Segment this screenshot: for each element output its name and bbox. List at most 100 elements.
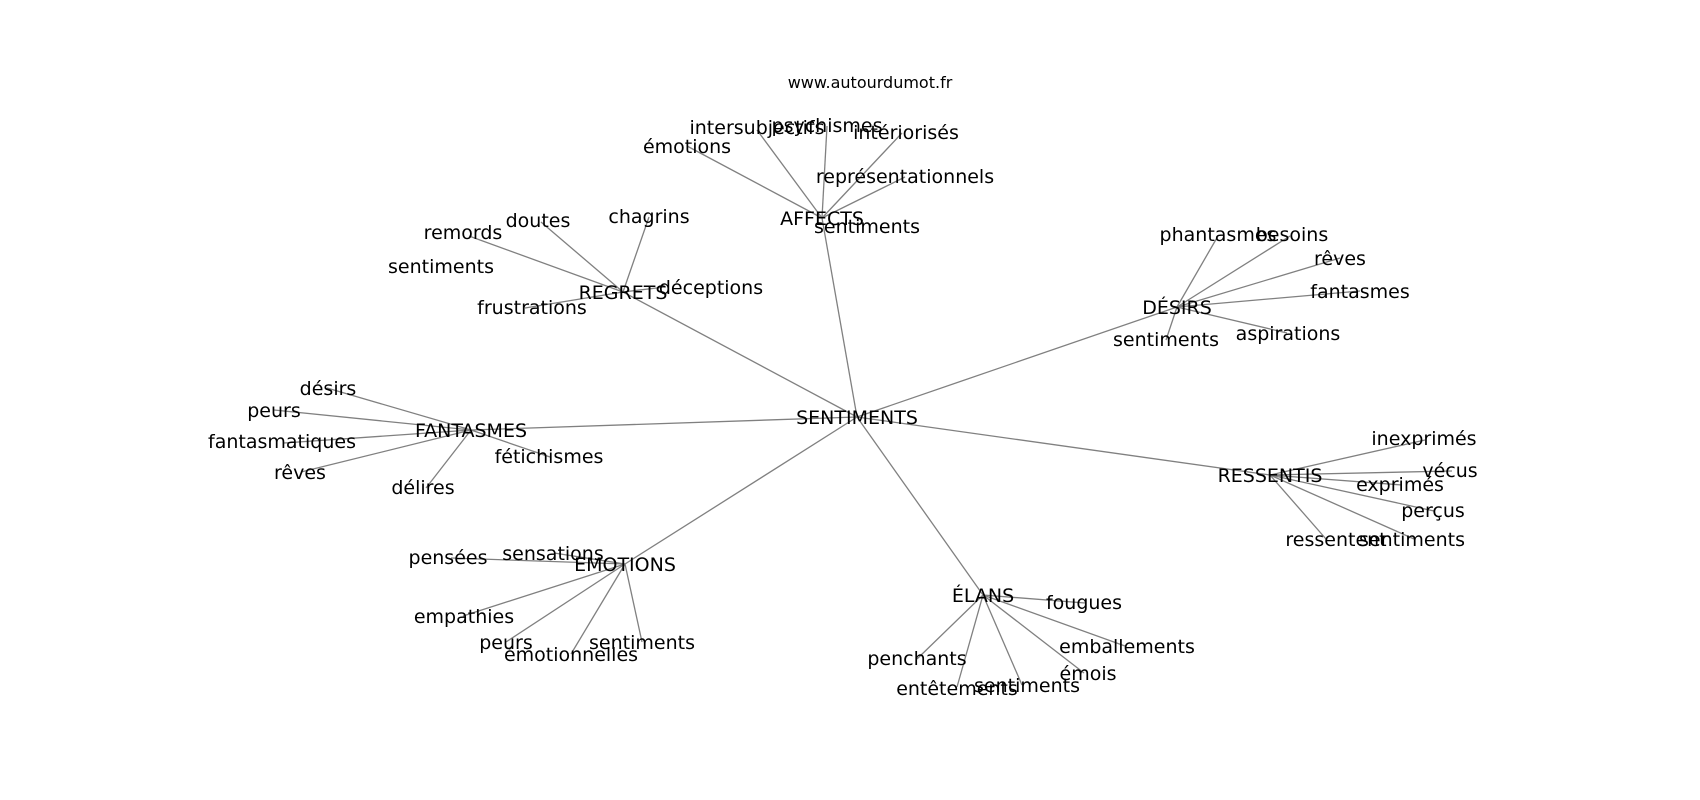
leaf-node-regrets-0: remords: [424, 222, 503, 244]
edge-regrets-leaf-1: [540, 221, 624, 293]
edge-fantasmes-leaf-5: [470, 429, 551, 458]
edge-elans-leaf-5: [916, 594, 984, 660]
edge-ressentis-leaf-5: [1269, 474, 1327, 540]
edge-ressentis-leaf-3: [1269, 474, 1435, 512]
edge-regrets-leaf-0: [468, 235, 624, 293]
edge-affects-leaf-0: [686, 145, 823, 219]
edge-fantasmes-leaf-1: [273, 409, 472, 431]
leaf-node-regrets-3: sentiments: [388, 256, 494, 278]
edge-elans-leaf-1: [982, 594, 1126, 647]
edge-elans-leaf-0: [982, 594, 1086, 604]
graph-labels: SENTIMENTS AFFECTS émotionsintersubjectifs…: [208, 115, 1478, 700]
edge-center-fantasmes: [470, 416, 858, 431]
leaf-node-affects-5: sentiments: [814, 216, 920, 238]
edge-fantasmes-leaf-3: [300, 429, 472, 473]
leaf-node-emotions-3: peurs: [479, 632, 533, 654]
hub-node-emotions: EMOTIONS: [574, 554, 676, 576]
edge-center-ressentis: [856, 416, 1271, 476]
leaf-node-elans-4: entêtements: [896, 678, 1018, 700]
leaf-node-regrets-2: chagrins: [608, 206, 689, 228]
hub-node-regrets: REGRETS: [579, 282, 668, 304]
edge-center-emotions: [624, 416, 858, 565]
edge-regrets-leaf-2: [622, 216, 650, 293]
leaf-node-regrets-5: frustrations: [477, 297, 587, 319]
leaf-node-fantasmes-4: délires: [391, 477, 454, 499]
leaf-node-fantasmes-0: désirs: [300, 378, 357, 400]
edge-emotions-leaf-1: [553, 552, 626, 565]
edge-regrets-leaf-5: [524, 291, 624, 309]
leaf-node-elans-0: fougues: [1046, 592, 1122, 614]
edge-fantasmes-leaf-4: [425, 429, 472, 489]
leaf-node-ressentis-3: perçus: [1401, 500, 1465, 522]
leaf-node-desirs-5: sentiments: [1113, 329, 1219, 351]
edge-elans-leaf-3: [982, 594, 1023, 686]
edge-affects-leaf-3: [821, 132, 903, 219]
leaf-node-ressentis-2: exprimés: [1356, 474, 1444, 496]
hub-node-desirs: DÉSIRS: [1142, 296, 1212, 319]
edge-center-affects: [821, 217, 858, 418]
graph-edges: [273, 125, 1453, 688]
edge-ressentis-leaf-0: [1269, 439, 1426, 476]
edge-desirs-leaf-1: [1176, 235, 1291, 308]
hub-node-ressentis: RESSENTIS: [1218, 465, 1323, 487]
leaf-node-ressentis-1: vécus: [1422, 460, 1477, 482]
center-node-label: SENTIMENTS: [796, 407, 918, 429]
edge-ressentis-leaf-4: [1269, 474, 1415, 540]
leaf-node-ressentis-0: inexprimés: [1371, 428, 1476, 450]
edge-emotions-leaf-3: [505, 563, 626, 643]
leaf-node-emotions-4: émotionnelles: [504, 644, 638, 666]
edge-desirs-leaf-5: [1165, 306, 1178, 341]
leaf-node-desirs-0: phantasmes: [1160, 224, 1277, 246]
source-url: www.autourdumot.fr: [788, 73, 953, 92]
edge-desirs-leaf-0: [1176, 235, 1219, 308]
leaf-node-regrets-4: déceptions: [659, 277, 763, 299]
edge-emotions-leaf-2: [462, 563, 626, 617]
leaf-node-ressentis-5: ressentent: [1285, 529, 1386, 551]
leaf-node-fantasmes-1: peurs: [247, 400, 301, 422]
leaf-node-affects-3: intériorisés: [853, 122, 959, 144]
edge-emotions-leaf-0: [450, 557, 626, 565]
edge-desirs-leaf-2: [1176, 257, 1341, 308]
leaf-node-affects-4: représentationnels: [816, 166, 994, 188]
leaf-node-desirs-1: besoins: [1256, 224, 1329, 246]
edge-desirs-leaf-3: [1176, 290, 1361, 308]
hub-node-affects: AFFECTS: [780, 208, 864, 230]
edge-fantasmes-leaf-0: [326, 387, 472, 431]
leaf-node-fantasmes-5: fétichismes: [495, 446, 604, 468]
leaf-node-desirs-4: aspirations: [1236, 323, 1341, 345]
leaf-node-affects-1: intersubjectifs: [689, 117, 824, 139]
edge-desirs-leaf-4: [1176, 306, 1288, 334]
edge-ressentis-leaf-1: [1269, 470, 1453, 476]
edge-affects-leaf-4: [821, 176, 906, 219]
leaf-node-affects-2: psychismes: [772, 115, 883, 137]
leaf-node-regrets-1: doutes: [506, 210, 571, 232]
edge-center-regrets: [622, 291, 858, 418]
leaf-node-ressentis-4: sentiments: [1359, 529, 1465, 551]
edge-center-desirs: [856, 306, 1178, 418]
leaf-node-emotions-2: empathies: [414, 606, 514, 628]
leaf-node-emotions-1: sensations: [502, 543, 603, 565]
edge-emotions-leaf-5: [624, 563, 643, 643]
leaf-node-elans-5: penchants: [867, 648, 966, 670]
edge-affects-leaf-2: [821, 125, 828, 219]
leaf-node-emotions-5: sentiments: [589, 632, 695, 654]
edge-elans-leaf-4: [956, 594, 984, 688]
edge-regrets-leaf-4: [622, 286, 666, 293]
edge-affects-leaf-1: [756, 129, 823, 219]
leaf-node-fantasmes-2: fantasmatiques: [208, 431, 356, 453]
leaf-node-elans-3: sentiments: [974, 675, 1080, 697]
leaf-node-elans-2: émois: [1060, 663, 1117, 685]
leaf-node-affects-0: émotions: [643, 136, 731, 158]
leaf-node-fantasmes-3: rêves: [274, 462, 326, 484]
leaf-node-emotions-0: pensées: [409, 547, 488, 569]
edge-fantasmes-leaf-2: [283, 429, 472, 444]
edge-elans-leaf-2: [982, 594, 1085, 674]
edge-emotions-leaf-4: [570, 563, 626, 655]
hub-node-elans: ÉLANS: [952, 584, 1014, 607]
hub-node-fantasmes: FANTASMES: [415, 420, 527, 442]
leaf-node-elans-1: emballements: [1059, 636, 1195, 658]
edge-center-elans: [856, 416, 984, 596]
leaf-node-desirs-3: fantasmes: [1310, 281, 1409, 303]
leaf-node-desirs-2: rêves: [1314, 248, 1366, 270]
